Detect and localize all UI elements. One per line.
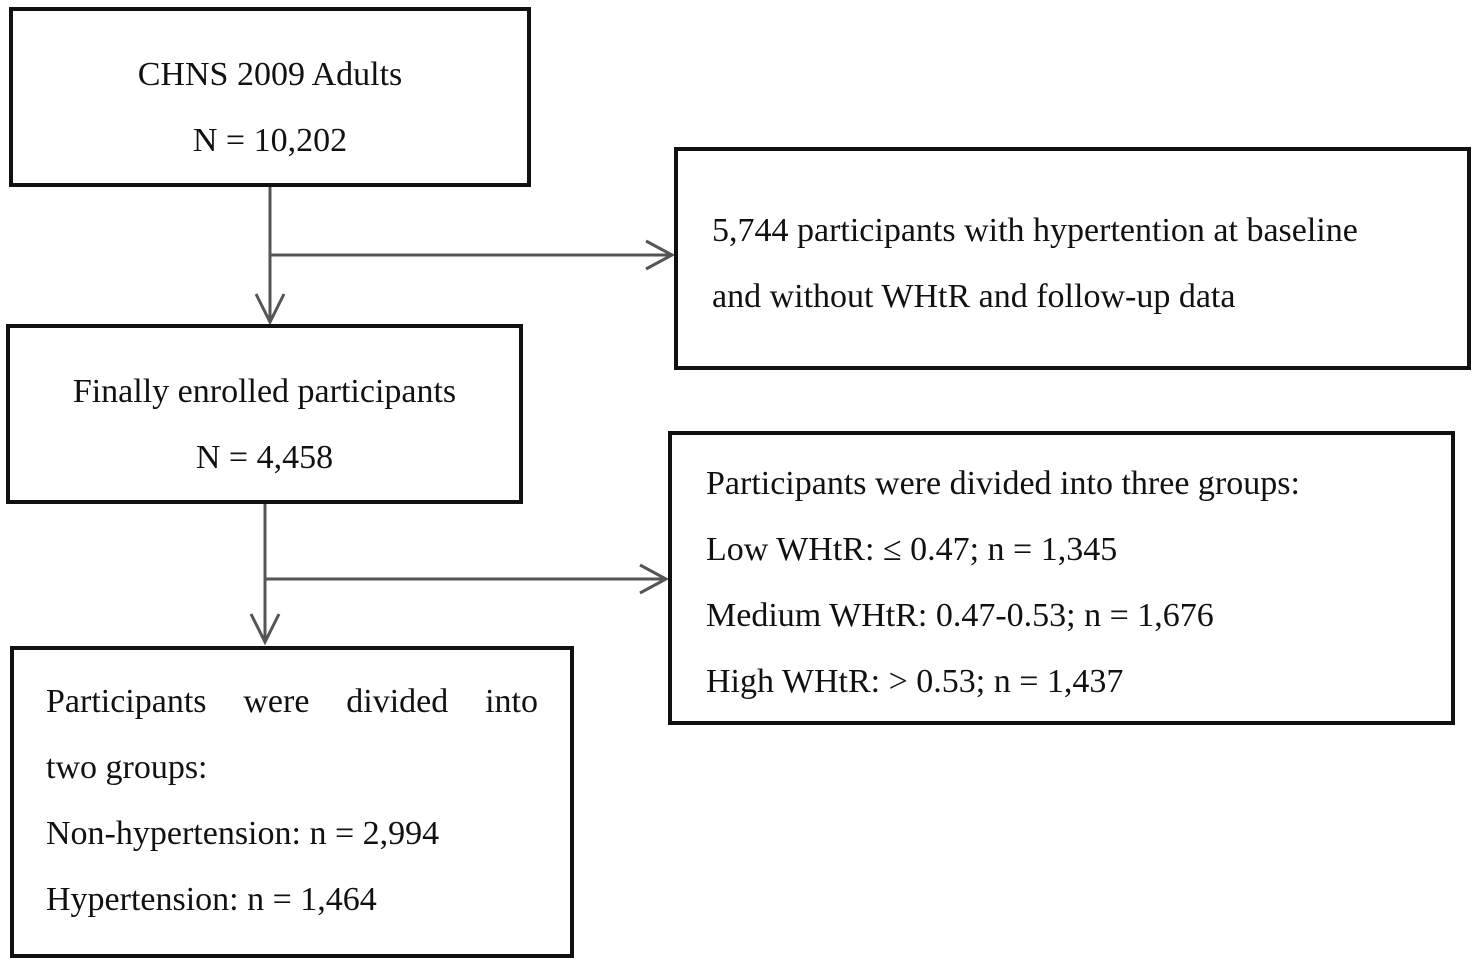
enrolled-title: Finally enrolled participants: [72, 373, 457, 410]
source-population-box: CHNS 2009 Adults N = 10,202: [9, 7, 531, 187]
arrowhead-three-groups: [639, 563, 670, 595]
arrowhead-excluded: [645, 239, 676, 271]
two-groups-heading-line-2: two groups:: [46, 749, 208, 786]
enrolled-participants-box: Finally enrolled participants N = 4,458: [6, 324, 523, 504]
hypertension-group: Hypertension: n = 1,464: [46, 881, 377, 918]
arrowhead-enrolled: [254, 293, 286, 326]
three-groups-box: Participants were divided into three gro…: [668, 431, 1455, 725]
low-whtr-group: Low WHtR: ≤ 0.47; n = 1,345: [706, 531, 1118, 568]
excluded-text-line-1: 5,744 participants with hypertention at …: [712, 212, 1358, 249]
non-hypertension-group: Non-hypertension: n = 2,994: [46, 815, 440, 852]
source-count: N = 10,202: [192, 122, 348, 159]
excluded-participants-box: 5,744 participants with hypertention at …: [674, 147, 1471, 370]
two-groups-heading-line-1: Participants were divided into: [46, 683, 538, 720]
arrowhead-two-groups: [249, 613, 281, 646]
high-whtr-group: High WHtR: > 0.53; n = 1,437: [706, 663, 1124, 700]
excluded-text-line-2: and without WHtR and follow-up data: [712, 278, 1236, 315]
two-groups-box: Participants were divided into two group…: [10, 646, 574, 958]
medium-whtr-group: Medium WHtR: 0.47-0.53; n = 1,676: [706, 597, 1214, 634]
three-groups-heading: Participants were divided into three gro…: [706, 465, 1300, 502]
source-title: CHNS 2009 Adults: [137, 56, 403, 93]
enrolled-count: N = 4,458: [195, 439, 334, 476]
